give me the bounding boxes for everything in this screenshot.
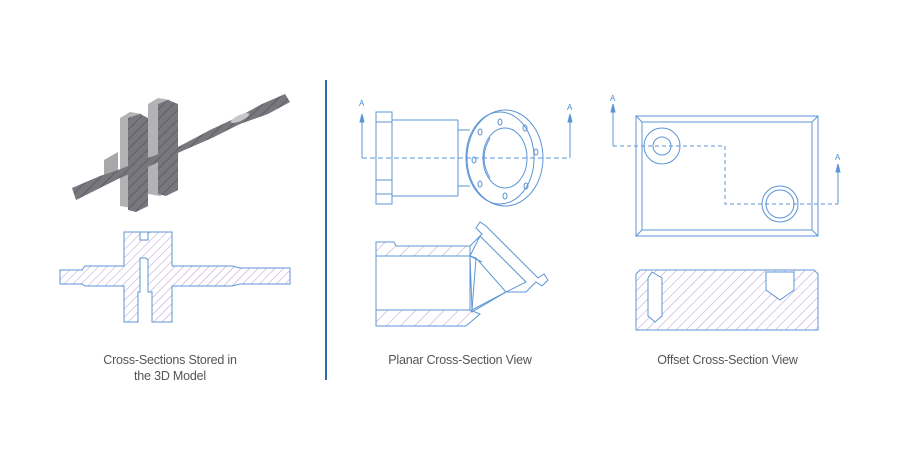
- plate-top-view-offset-line: A A: [610, 94, 841, 237]
- panel-offset-cross-section: A A Offset Cross-Section View: [600, 0, 900, 450]
- caption-planar-cross-section: Planar Cross-Section View: [330, 352, 590, 368]
- plate-offset-section: [635, 269, 819, 331]
- panel-stored-cross-sections: Cross-Sections Stored in the 3D Model: [0, 0, 320, 450]
- caption-line-1: Cross-Sections Stored in: [103, 353, 237, 367]
- crankshaft-2d-hatched-section: [59, 231, 291, 323]
- caption-stored-cross-sections: Cross-Sections Stored in the 3D Model: [40, 352, 300, 384]
- panel-planar-cross-section: A A Planar Cross-Section View: [330, 0, 590, 450]
- caption-offset-cross-section: Offset Cross-Section View: [600, 352, 855, 368]
- caption-line-1: Planar Cross-Section View: [388, 353, 532, 367]
- section-label-a-left: A: [359, 99, 365, 108]
- section-label-a-right: A: [835, 153, 841, 162]
- flanged-pipe-planar-section: [375, 221, 549, 327]
- section-label-a-left: A: [610, 94, 616, 103]
- caption-line-2: the 3D Model: [134, 369, 206, 383]
- section-label-a-right: A: [567, 103, 573, 112]
- flanged-pipe-elevation: A A: [359, 99, 573, 207]
- caption-line-1: Offset Cross-Section View: [657, 353, 798, 367]
- crankshaft-3d-render: [72, 94, 290, 212]
- panel-divider: [325, 80, 327, 380]
